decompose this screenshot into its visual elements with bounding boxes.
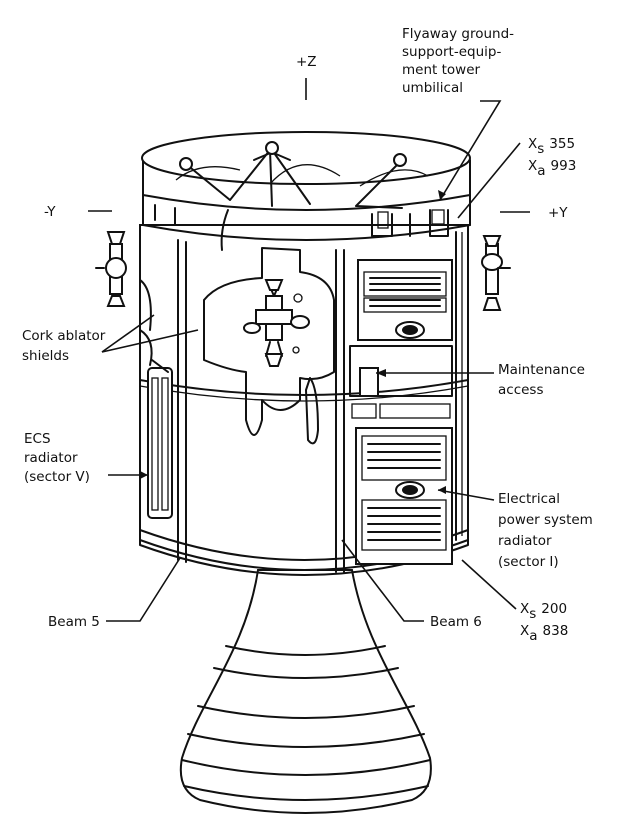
minus-y-label: -Y bbox=[44, 204, 56, 220]
service-module-body bbox=[139, 131, 471, 576]
eps-radiator-upper bbox=[357, 259, 453, 341]
beam-6-label: Beam 6 bbox=[430, 614, 482, 630]
maintenance-access-panel bbox=[349, 345, 453, 419]
plus-y-label: +Y bbox=[548, 205, 568, 221]
leader-lines bbox=[101, 100, 521, 622]
axis-markers bbox=[88, 78, 530, 213]
flyaway-label: Flyaway ground- support-equip- ment towe… bbox=[402, 26, 518, 96]
engine-nozzle bbox=[179, 569, 432, 814]
tank-domes bbox=[175, 141, 429, 209]
electrical-power-label: Electrical power system radiator (sector… bbox=[498, 491, 597, 570]
rcs-quad-right bbox=[481, 235, 511, 311]
rcs-quad-left bbox=[95, 231, 127, 307]
eps-radiator-lower bbox=[355, 427, 453, 565]
maintenance-access-label: Maintenance access bbox=[498, 362, 589, 398]
ecs-radiator-label: ECS radiator (sector V) bbox=[24, 431, 90, 485]
plus-z-label: +Z bbox=[296, 54, 317, 70]
labels: +Z -Y +Y Flyaway ground- support-equip- … bbox=[22, 26, 597, 644]
beam-5-label: Beam 5 bbox=[48, 614, 100, 630]
cork-ablator-label: Cork ablator shields bbox=[22, 328, 110, 364]
center-rcs-quad bbox=[243, 279, 310, 367]
ecs-radiator-panel bbox=[147, 359, 173, 519]
